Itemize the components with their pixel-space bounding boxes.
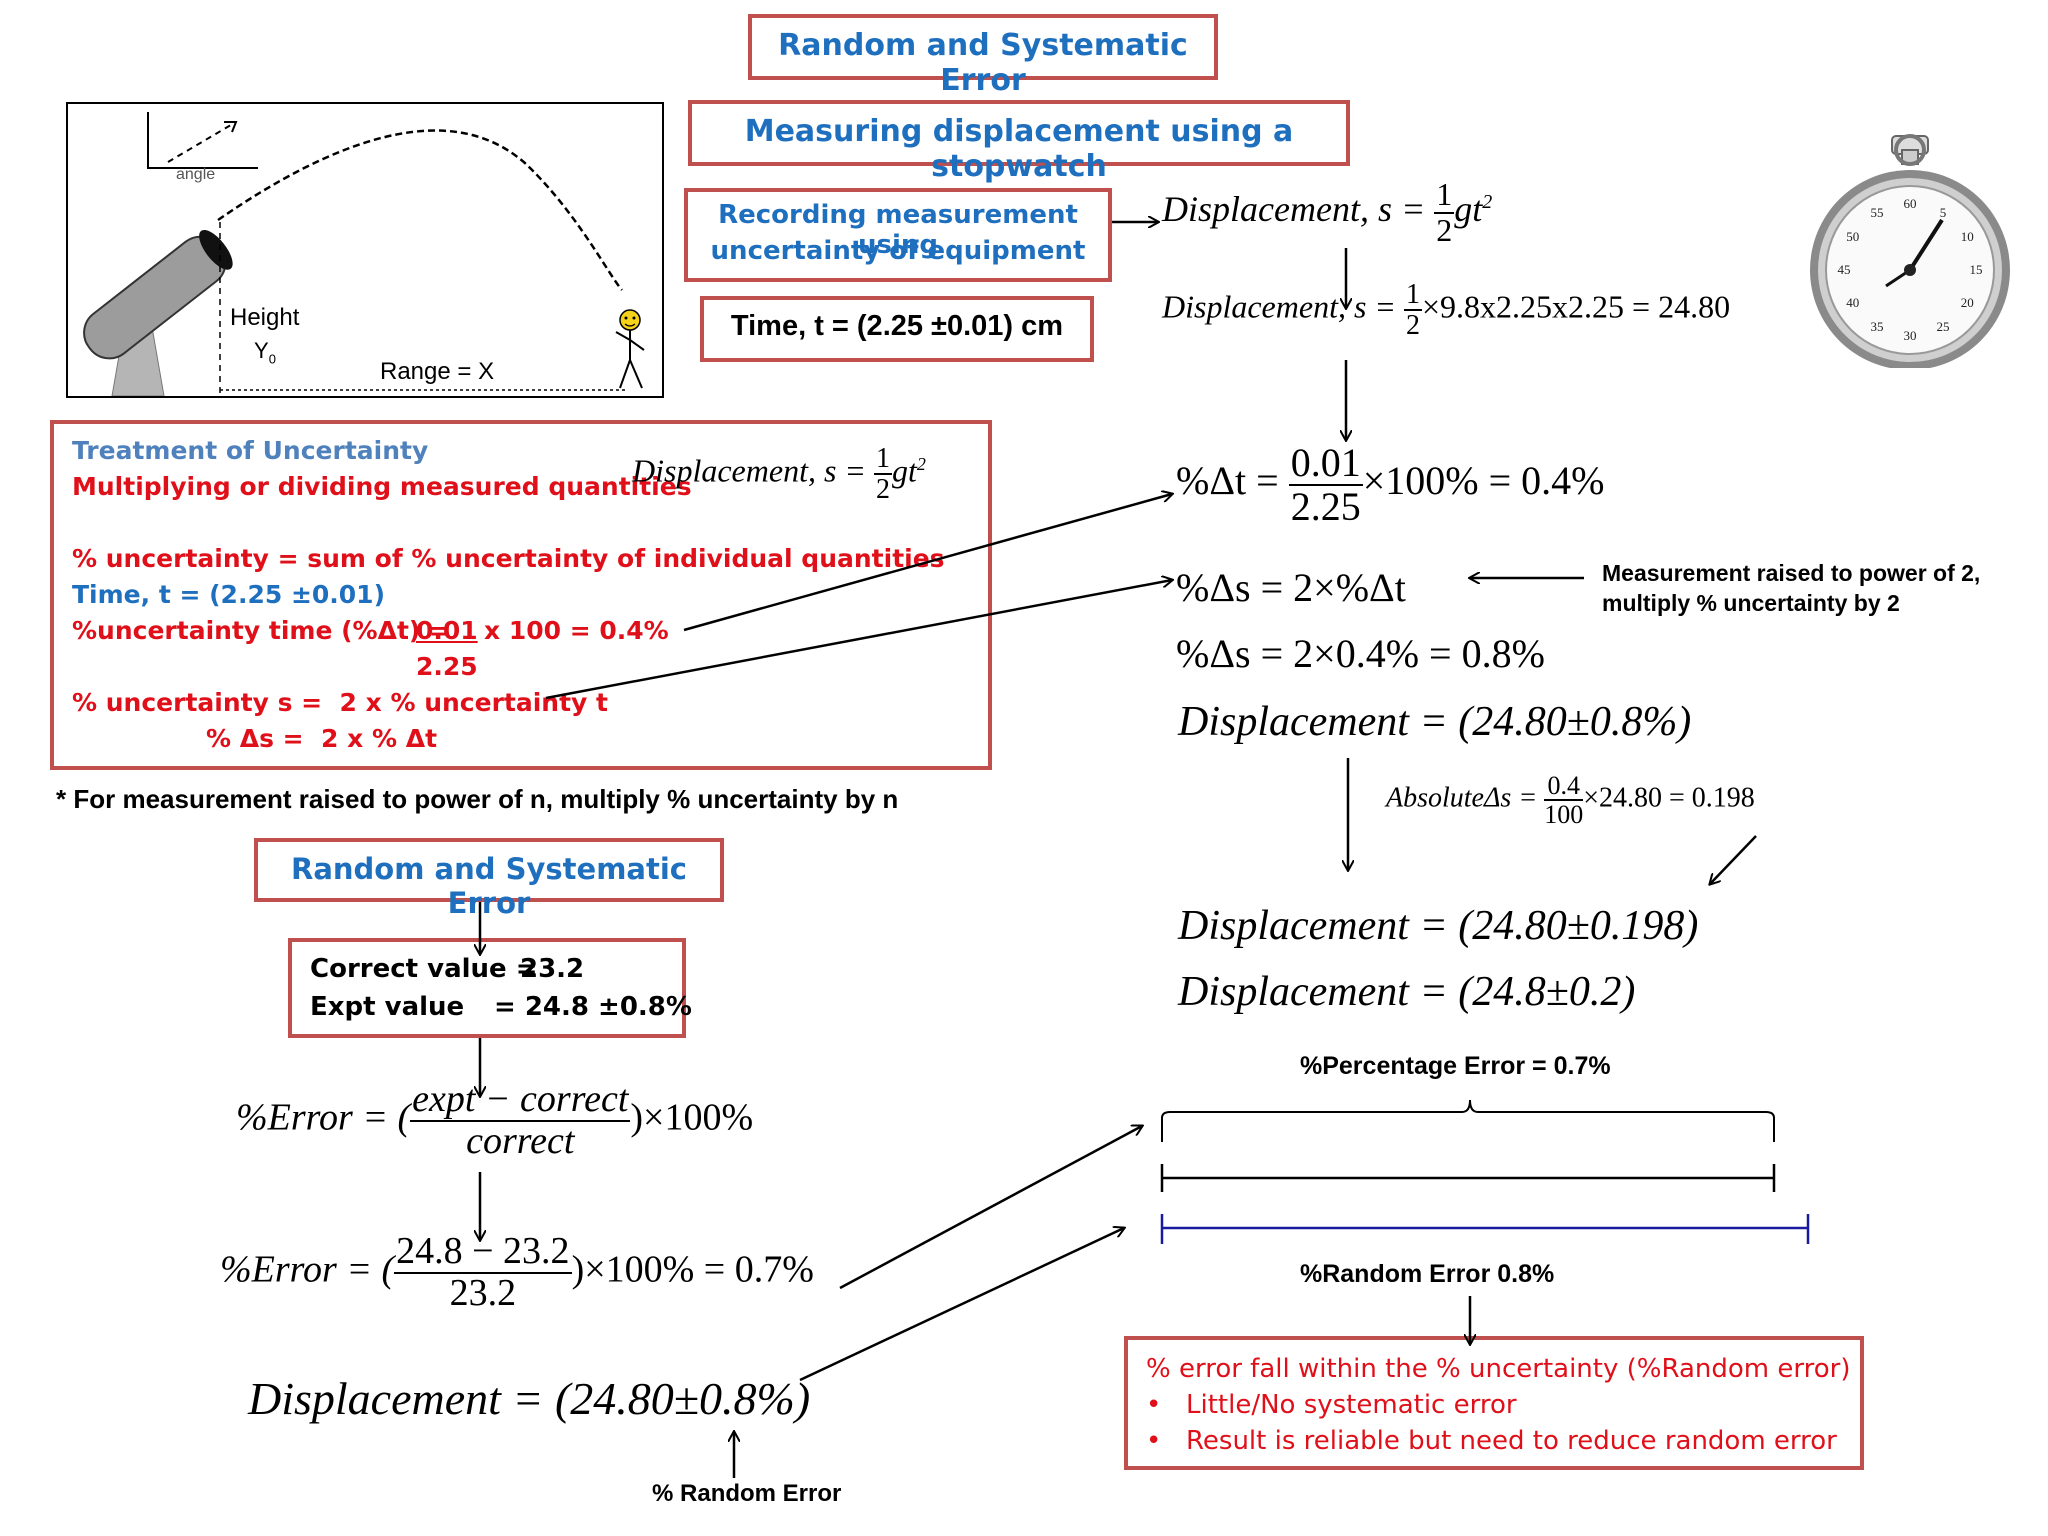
treatment-heading: Treatment of Uncertainty: [72, 436, 429, 465]
subtitle-box: [688, 100, 1350, 166]
page-title: Random and Systematic Error: [778, 28, 1188, 98]
disp-round: Displacement = (24.8±0.2): [1178, 969, 1636, 1015]
y0-label: Y0: [254, 338, 276, 367]
angle-label: angle: [176, 166, 216, 183]
stopwatch-number: 30: [1904, 328, 1917, 343]
pct-ds-eq: %Δs = 2×%Δt: [1176, 565, 1406, 610]
projectile-diagram: angle Height Y0 Range = X: [66, 102, 664, 398]
disp-abs: Displacement = (24.80±0.198): [1178, 903, 1699, 949]
values-box: [288, 938, 686, 1038]
stopwatch-number: 40: [1846, 295, 1859, 310]
stopwatch-image: 60 5 10 15 20 25 30 35 40 45 50 55: [1790, 128, 2030, 370]
disp-pct: Displacement = (24.80±0.8%): [1178, 699, 1692, 745]
stopwatch-number: 5: [1940, 205, 1947, 220]
conclusion-bullet-2: •Result is reliable but need to reduce r…: [1146, 1426, 1837, 1456]
stopwatch-number: 15: [1970, 262, 1983, 277]
pct-ds-value: %Δs = 2×0.4% = 0.8%: [1176, 631, 1545, 676]
stopwatch-number: 20: [1961, 295, 1974, 310]
random-error-bar-label: %Random Error 0.8%: [1300, 1260, 1555, 1288]
recording-line1: Recording measurement using: [718, 200, 1078, 260]
power-note-line2: multiply % uncertainty by 2: [1602, 590, 1900, 616]
time-value: Time, t = (2.25 ±0.01) cm: [730, 310, 1064, 342]
sum-rule: % uncertainty = sum of % uncertainty of …: [72, 544, 945, 573]
unc-time-tail: x 100 = 0.4%: [484, 616, 669, 645]
height-label: Height: [230, 304, 300, 331]
random-error-label: % Random Error: [652, 1480, 842, 1507]
lower-title: Random and Systematic Error: [291, 852, 687, 920]
subtitle: Measuring displacement using a stopwatch: [744, 114, 1294, 184]
recording-box: [684, 188, 1112, 282]
title-box: [748, 14, 1218, 80]
conclusion-box: [1124, 1336, 1864, 1470]
stopwatch-number: 35: [1871, 319, 1884, 334]
treatment-time: Time, t = (2.25 ±0.01): [72, 580, 386, 609]
unc-s: % uncertainty s = 2 x % uncertainty t: [72, 688, 608, 717]
expt-value: = 24.8 ±0.8%: [494, 992, 692, 1022]
stopwatch-number: 45: [1838, 262, 1851, 277]
pct-error-label: %Percentage Error = 0.7%: [1300, 1052, 1611, 1080]
stopwatch-number: 10: [1961, 229, 1974, 244]
treatment-rule: Multiplying or dividing measured quantit…: [72, 472, 692, 501]
stopwatch-number: 60: [1904, 196, 1917, 211]
correct-label: Correct value =: [310, 954, 538, 984]
unc-time-den: 2.25: [416, 652, 478, 681]
stopwatch-number: 50: [1846, 229, 1859, 244]
stopwatch-number: 25: [1937, 319, 1950, 334]
expt-label: Expt value: [310, 992, 465, 1022]
stopwatch-number: 55: [1871, 205, 1884, 220]
power-note-line1: Measurement raised to power of 2,: [1602, 560, 1981, 586]
disp-random: Displacement = (24.80±0.8%): [248, 1373, 811, 1424]
unc-time-num: 0.01: [416, 616, 478, 645]
time-box: [700, 296, 1094, 362]
conclusion-bullet-1: •Little/No systematic error: [1146, 1390, 1517, 1420]
correct-value: 23.2: [520, 954, 585, 984]
range-label: Range = X: [380, 358, 495, 385]
unc-ds: % Δs = 2 x % Δt: [206, 724, 438, 753]
lower-title-box: [254, 838, 724, 902]
recording-line2: uncertainty of equipment: [710, 236, 1086, 266]
footnote: * For measurement raised to power of n, …: [56, 784, 899, 814]
conclusion-line1: % error fall within the % uncertainty (%…: [1146, 1354, 1851, 1384]
unc-time-label: %uncertainty time (%Δt) =: [72, 616, 450, 645]
